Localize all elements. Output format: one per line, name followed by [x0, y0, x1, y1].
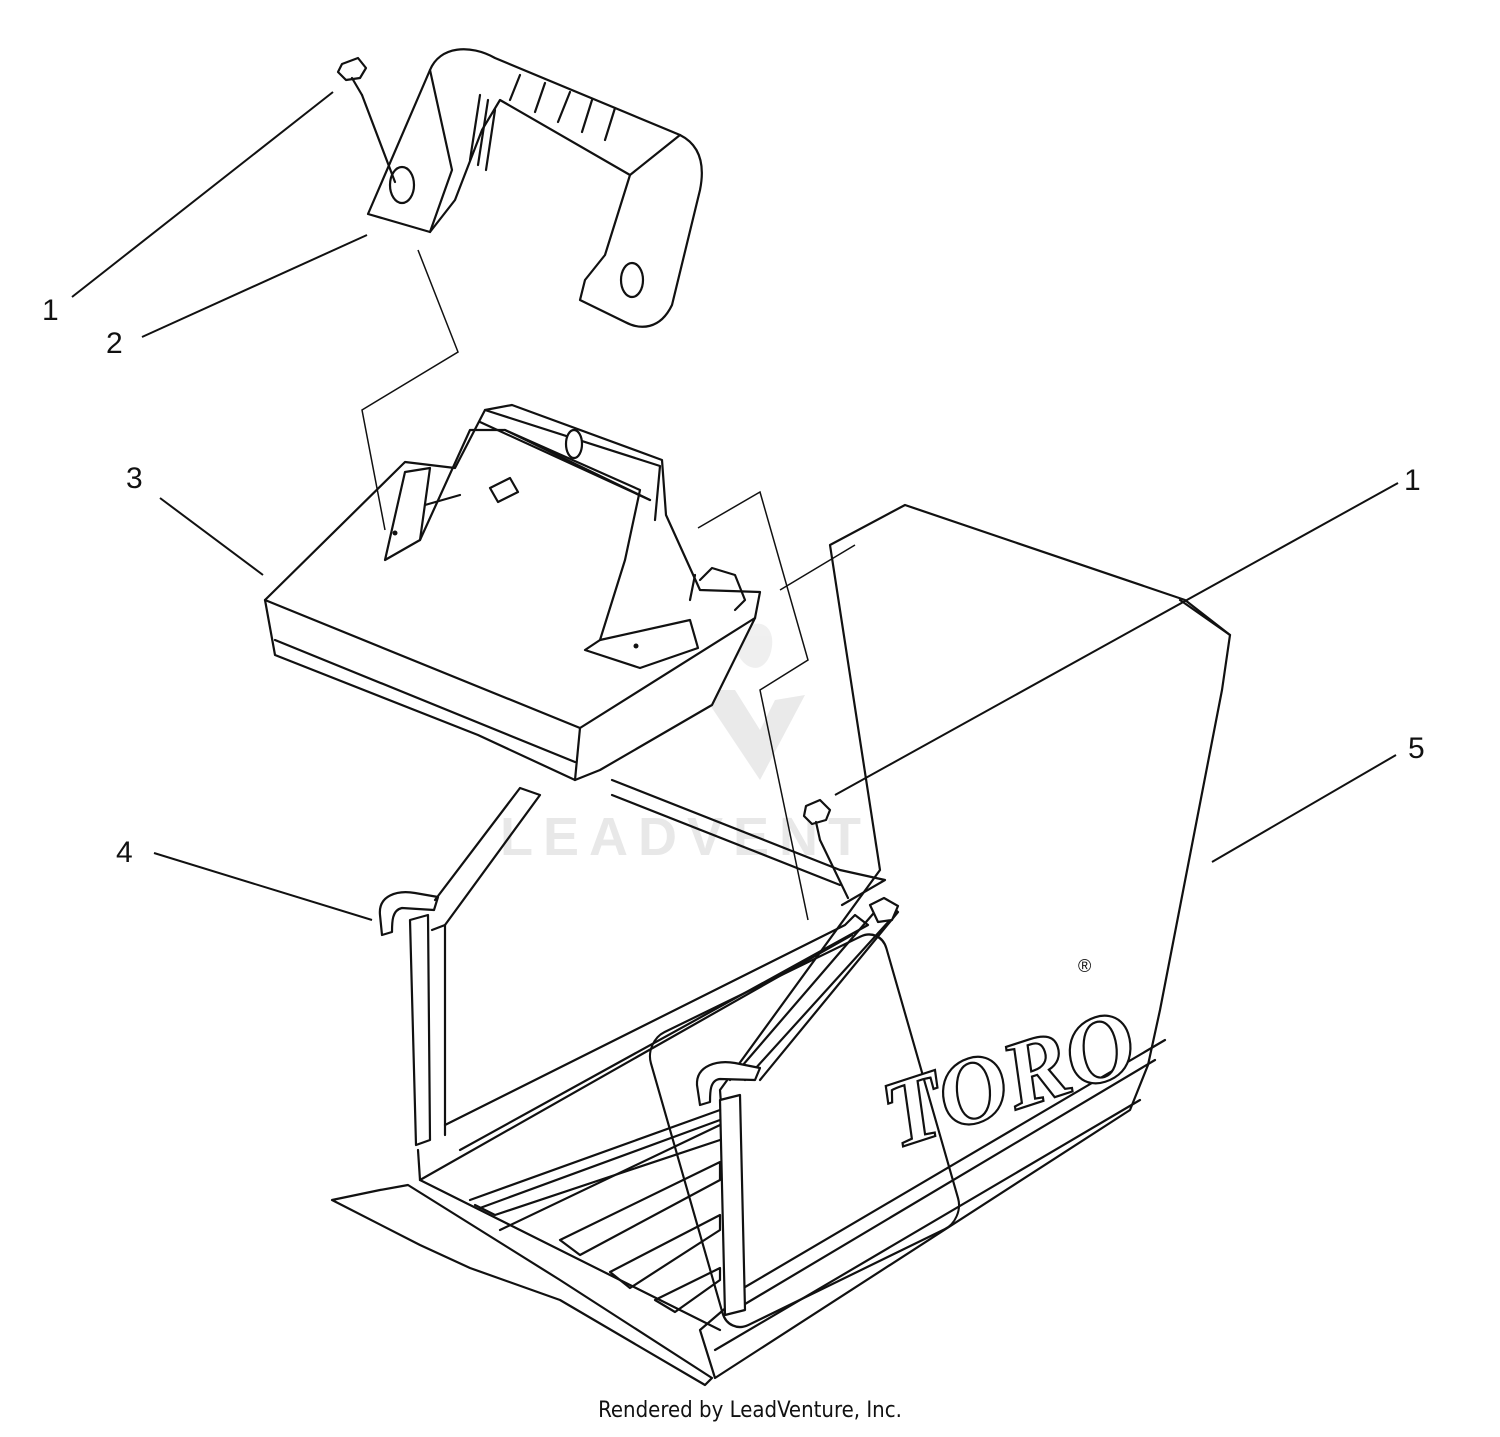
callout-label-1: 1	[42, 294, 59, 327]
toro-registered-mark: ®	[1078, 956, 1091, 976]
footer-credit: Rendered by LeadVenture, Inc.	[598, 1398, 902, 1423]
callout-label-3: 3	[126, 462, 143, 495]
part-1-screw-right	[802, 798, 850, 900]
callout-label-4: 4	[116, 836, 133, 869]
part-1-screw-top	[336, 56, 397, 184]
leader-lines	[71, 91, 1399, 921]
assembly-lines	[361, 249, 856, 921]
callout-label-1b: 1	[1404, 464, 1421, 497]
callout-labels: 1 2 3 1 4 5	[42, 294, 1425, 869]
callout-label-2: 2	[106, 327, 123, 360]
part-3-bag-top	[263, 403, 762, 782]
callout-label-5: 5	[1408, 732, 1425, 765]
part-2-handle-grip	[366, 48, 703, 328]
bag-bottom-tray	[330, 1108, 722, 1387]
